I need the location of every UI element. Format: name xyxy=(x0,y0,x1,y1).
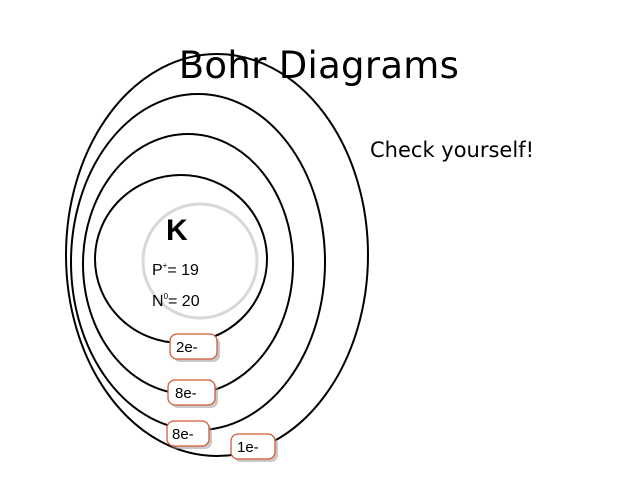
element-symbol: K xyxy=(166,214,188,247)
svg-text:1e-: 1e- xyxy=(237,439,259,456)
neutron-count: N0= 20 xyxy=(152,292,200,310)
shell-2-electron-label: 8e- xyxy=(167,379,218,408)
shell-4-electron-label: 1e- xyxy=(230,433,278,462)
svg-text:2e-: 2e- xyxy=(176,339,198,356)
shell-4-ring xyxy=(65,53,369,457)
nucleus xyxy=(141,202,259,320)
svg-text:8e-: 8e- xyxy=(172,426,194,443)
shell-1-electron-label: 2e- xyxy=(169,333,220,362)
proton-count: P+= 19 xyxy=(152,261,199,279)
slide-title: Bohr Diagrams xyxy=(178,44,460,87)
svg-text:8e-: 8e- xyxy=(175,385,197,402)
check-yourself-text: Check yourself! xyxy=(370,138,535,162)
shell-3-electron-label: 8e- xyxy=(166,420,212,449)
